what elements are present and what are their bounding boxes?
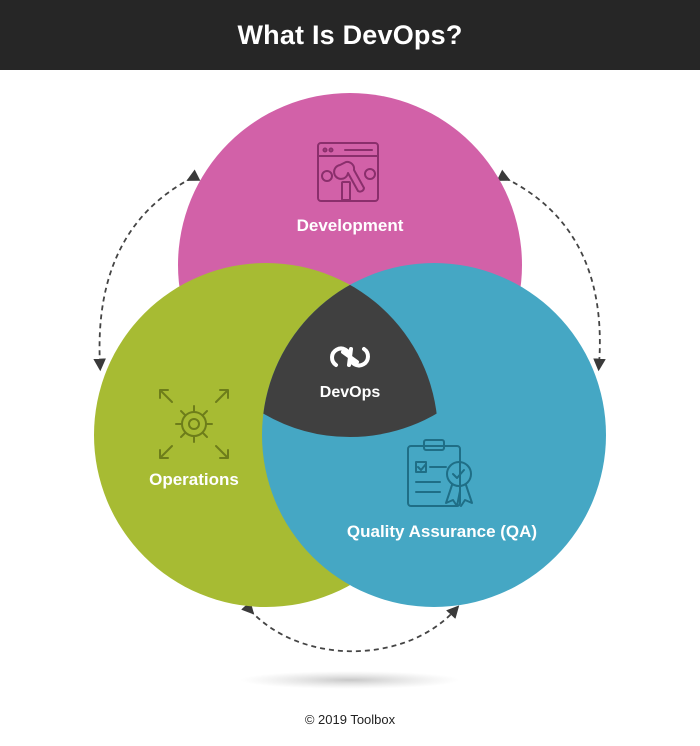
development-label: Development bbox=[297, 216, 404, 235]
devops-venn-diagram: Development Operations Quality Assurance… bbox=[93, 93, 606, 689]
cycle-arrows-icon bbox=[330, 346, 370, 368]
gear-expand-icon bbox=[159, 389, 229, 459]
arrow-development-qa bbox=[496, 169, 606, 372]
arrow-operations-development bbox=[93, 169, 201, 372]
developer-tools-icon bbox=[317, 142, 379, 202]
ground-shadow bbox=[240, 671, 460, 689]
header-bar: What Is DevOps? bbox=[0, 0, 700, 70]
devops-label: DevOps bbox=[320, 384, 381, 401]
operations-label: Operations bbox=[149, 470, 239, 489]
cycle-arrows bbox=[93, 169, 606, 653]
clipboard-certificate-icon bbox=[407, 439, 473, 507]
copyright-footer: © 2019 Toolbox bbox=[304, 712, 396, 727]
quality-assurance-label: Quality Assurance (QA) bbox=[347, 522, 537, 541]
page-title: What Is DevOps? bbox=[237, 19, 463, 50]
arrow-operations-qa bbox=[241, 601, 460, 653]
